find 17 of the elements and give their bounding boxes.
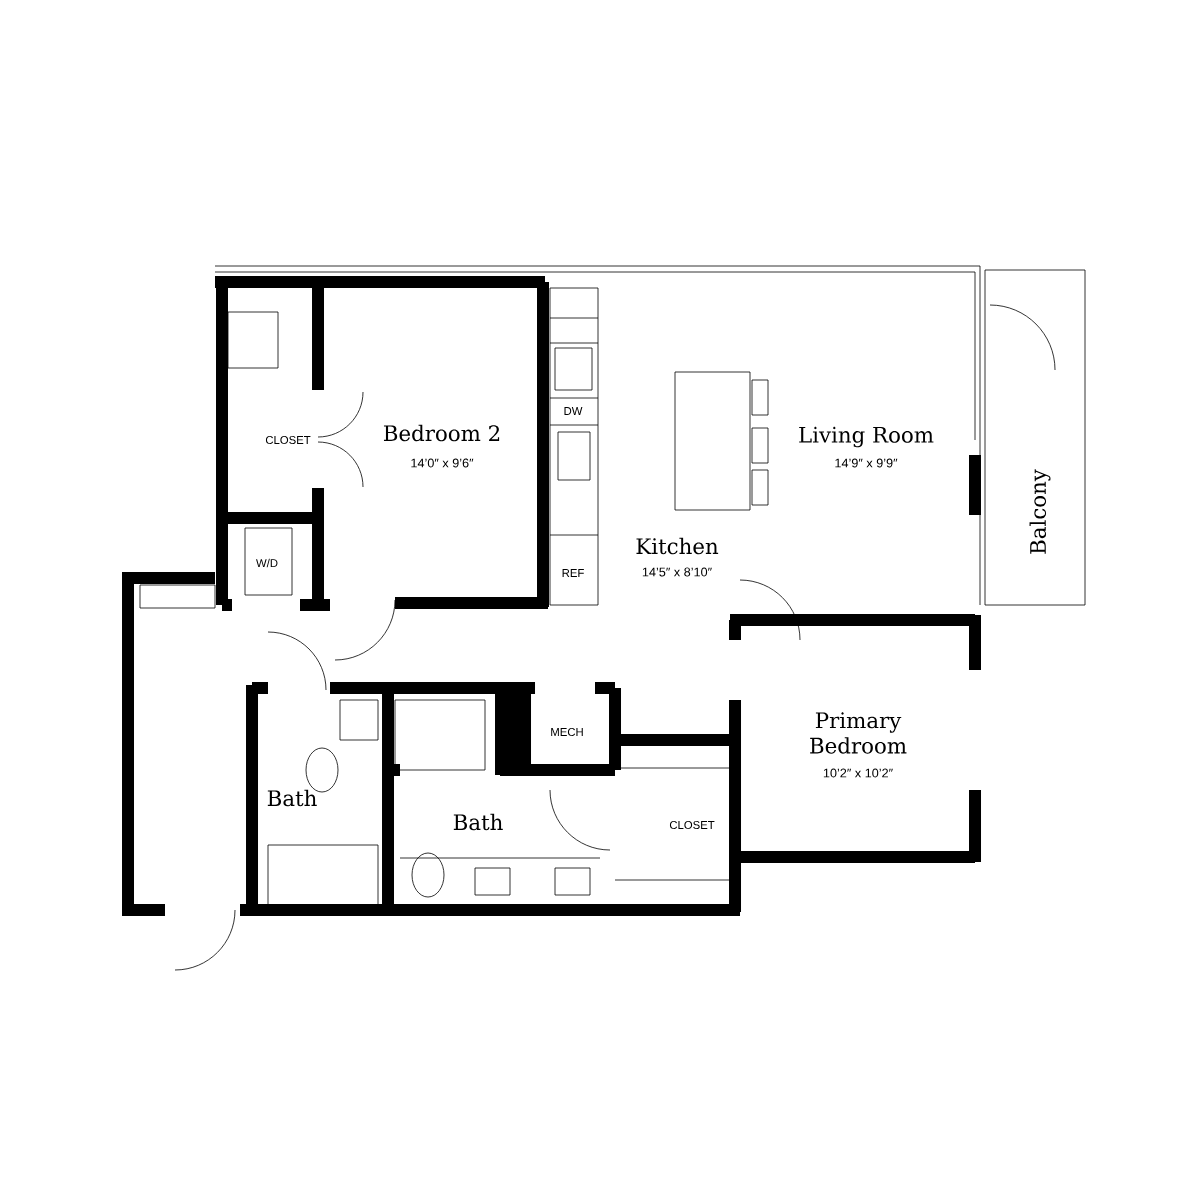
room-label: Bath [453,813,503,831]
appliance-label: W/D [256,558,278,568]
room-label: Living Room [799,426,934,448]
appliance-label: DW [564,407,583,415]
room-label: Bedroom 2 [383,424,500,442]
room-label: Primary Bedroom [810,712,907,754]
room-label: CLOSET [265,436,311,444]
room-dimension: 10’2″ x 10’2″ [823,768,893,778]
room-label: MECH [551,728,583,736]
room-dimension: 14’9″ x 9’9″ [835,458,898,468]
room-label: Kitchen [636,537,719,555]
room-label: Balcony [1029,469,1051,554]
room-dimension: 14’5″ x 8’10″ [642,567,712,577]
room-label: Bath [267,789,317,807]
room-label: CLOSET [669,821,715,829]
appliance-label: REF [562,569,584,577]
room-dimension: 14’0″ x 9’6″ [411,458,474,468]
